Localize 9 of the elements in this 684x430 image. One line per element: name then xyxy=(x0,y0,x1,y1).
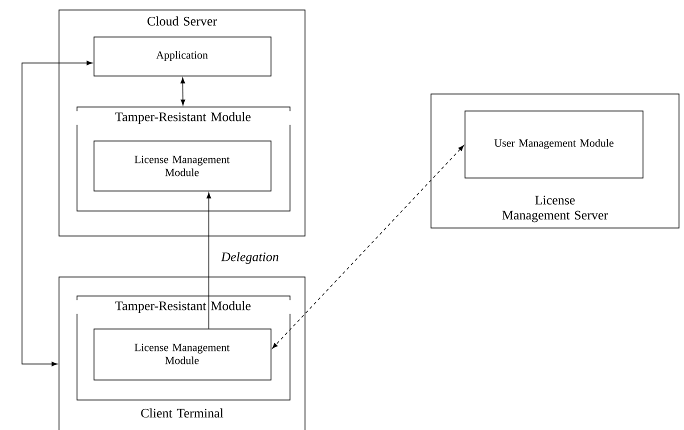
edge-label: Delegation xyxy=(220,251,280,265)
arrow xyxy=(180,78,186,106)
arrow xyxy=(206,192,212,329)
arrow xyxy=(22,60,92,366)
module-box: License Management Module xyxy=(94,140,272,192)
module-box: License Management Module xyxy=(94,328,272,380)
module-box: User Management Module xyxy=(464,110,644,178)
module-box: Application xyxy=(94,36,272,76)
arrow xyxy=(272,145,464,349)
